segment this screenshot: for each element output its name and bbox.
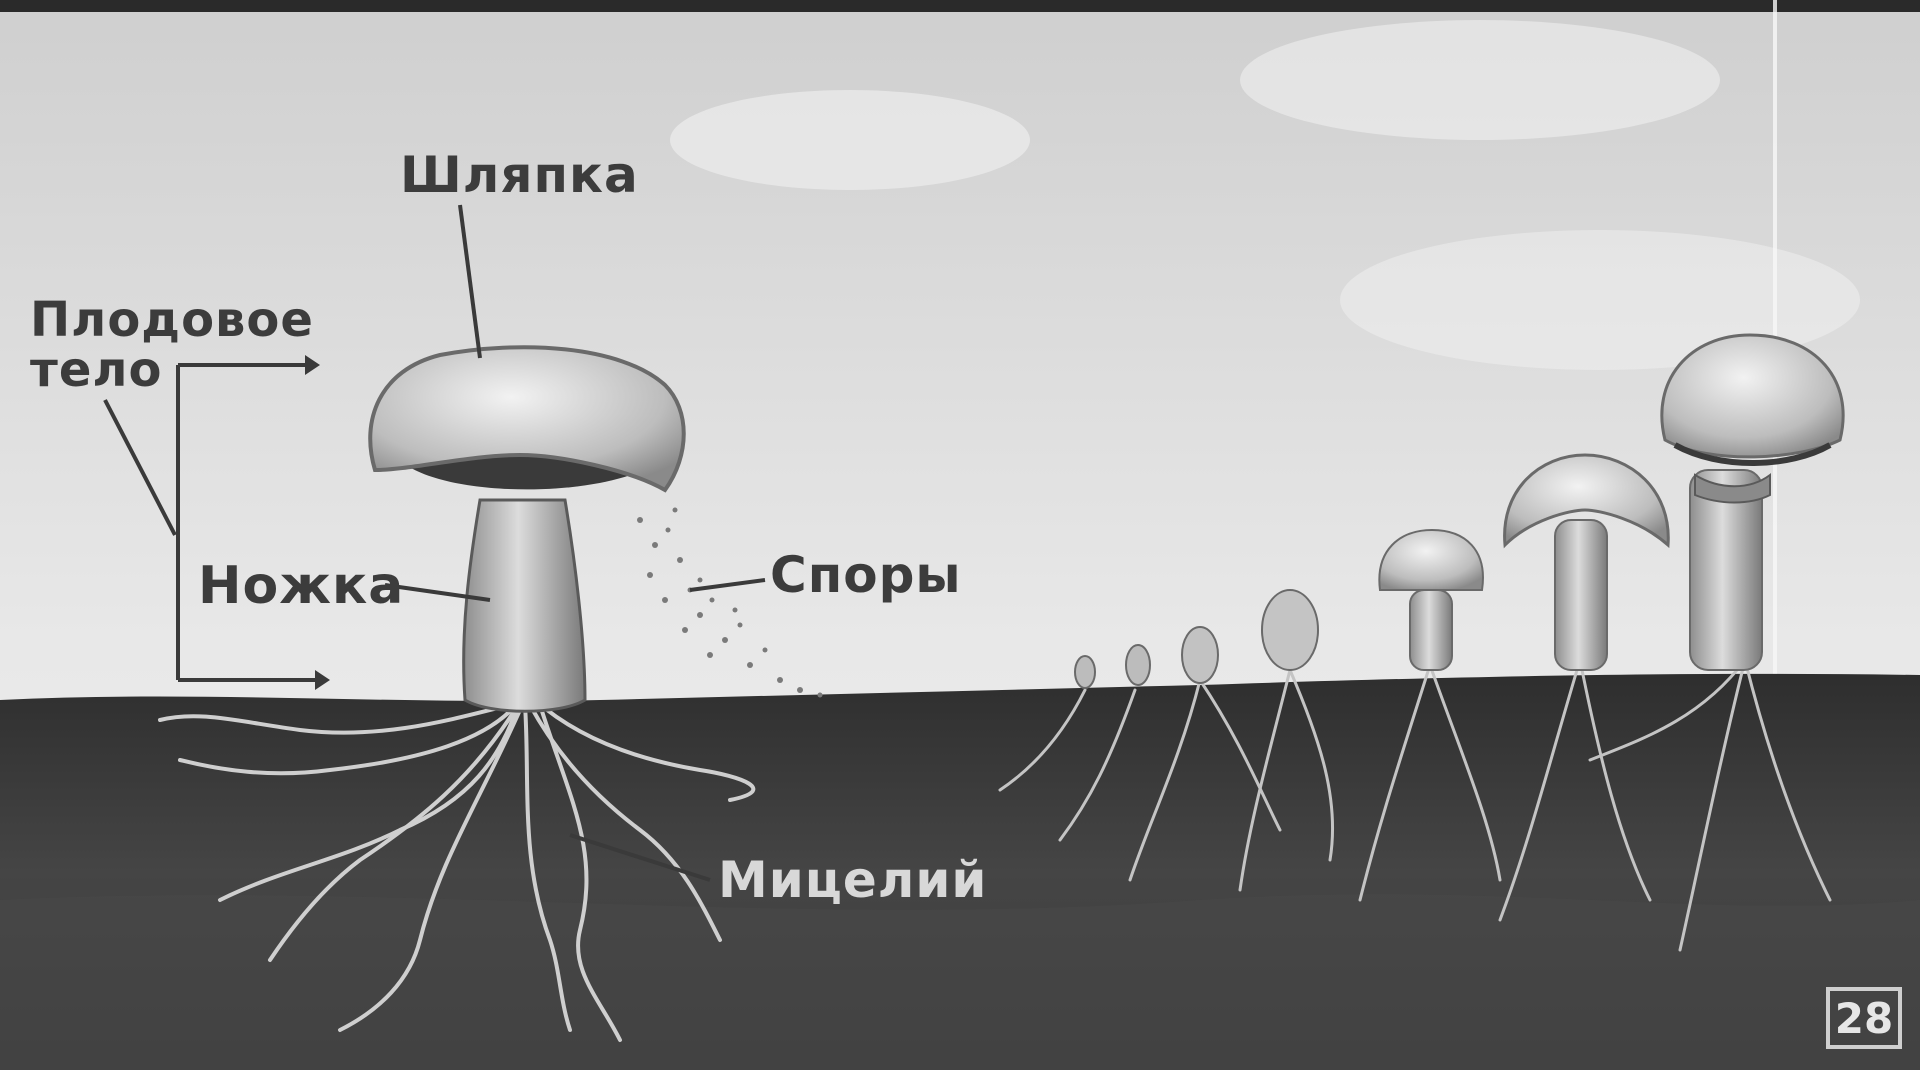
cap-label: Шляпка bbox=[400, 150, 639, 200]
stem bbox=[464, 500, 585, 711]
soil-layer bbox=[0, 894, 1920, 1070]
fruiting-body-label: Плодовое тело bbox=[30, 295, 314, 396]
spores-label: Споры bbox=[770, 550, 962, 600]
top-border bbox=[0, 0, 1920, 12]
frame-number-badge: 28 bbox=[1826, 987, 1902, 1049]
mycelium-label: Мицелий bbox=[718, 855, 987, 905]
fruiting-body-label-line2: тело bbox=[30, 345, 314, 395]
stem-label: Ножка bbox=[198, 560, 404, 612]
cloud bbox=[1240, 20, 1720, 140]
fruiting-body-label-line1: Плодовое bbox=[30, 295, 314, 345]
cloud bbox=[670, 90, 1030, 190]
